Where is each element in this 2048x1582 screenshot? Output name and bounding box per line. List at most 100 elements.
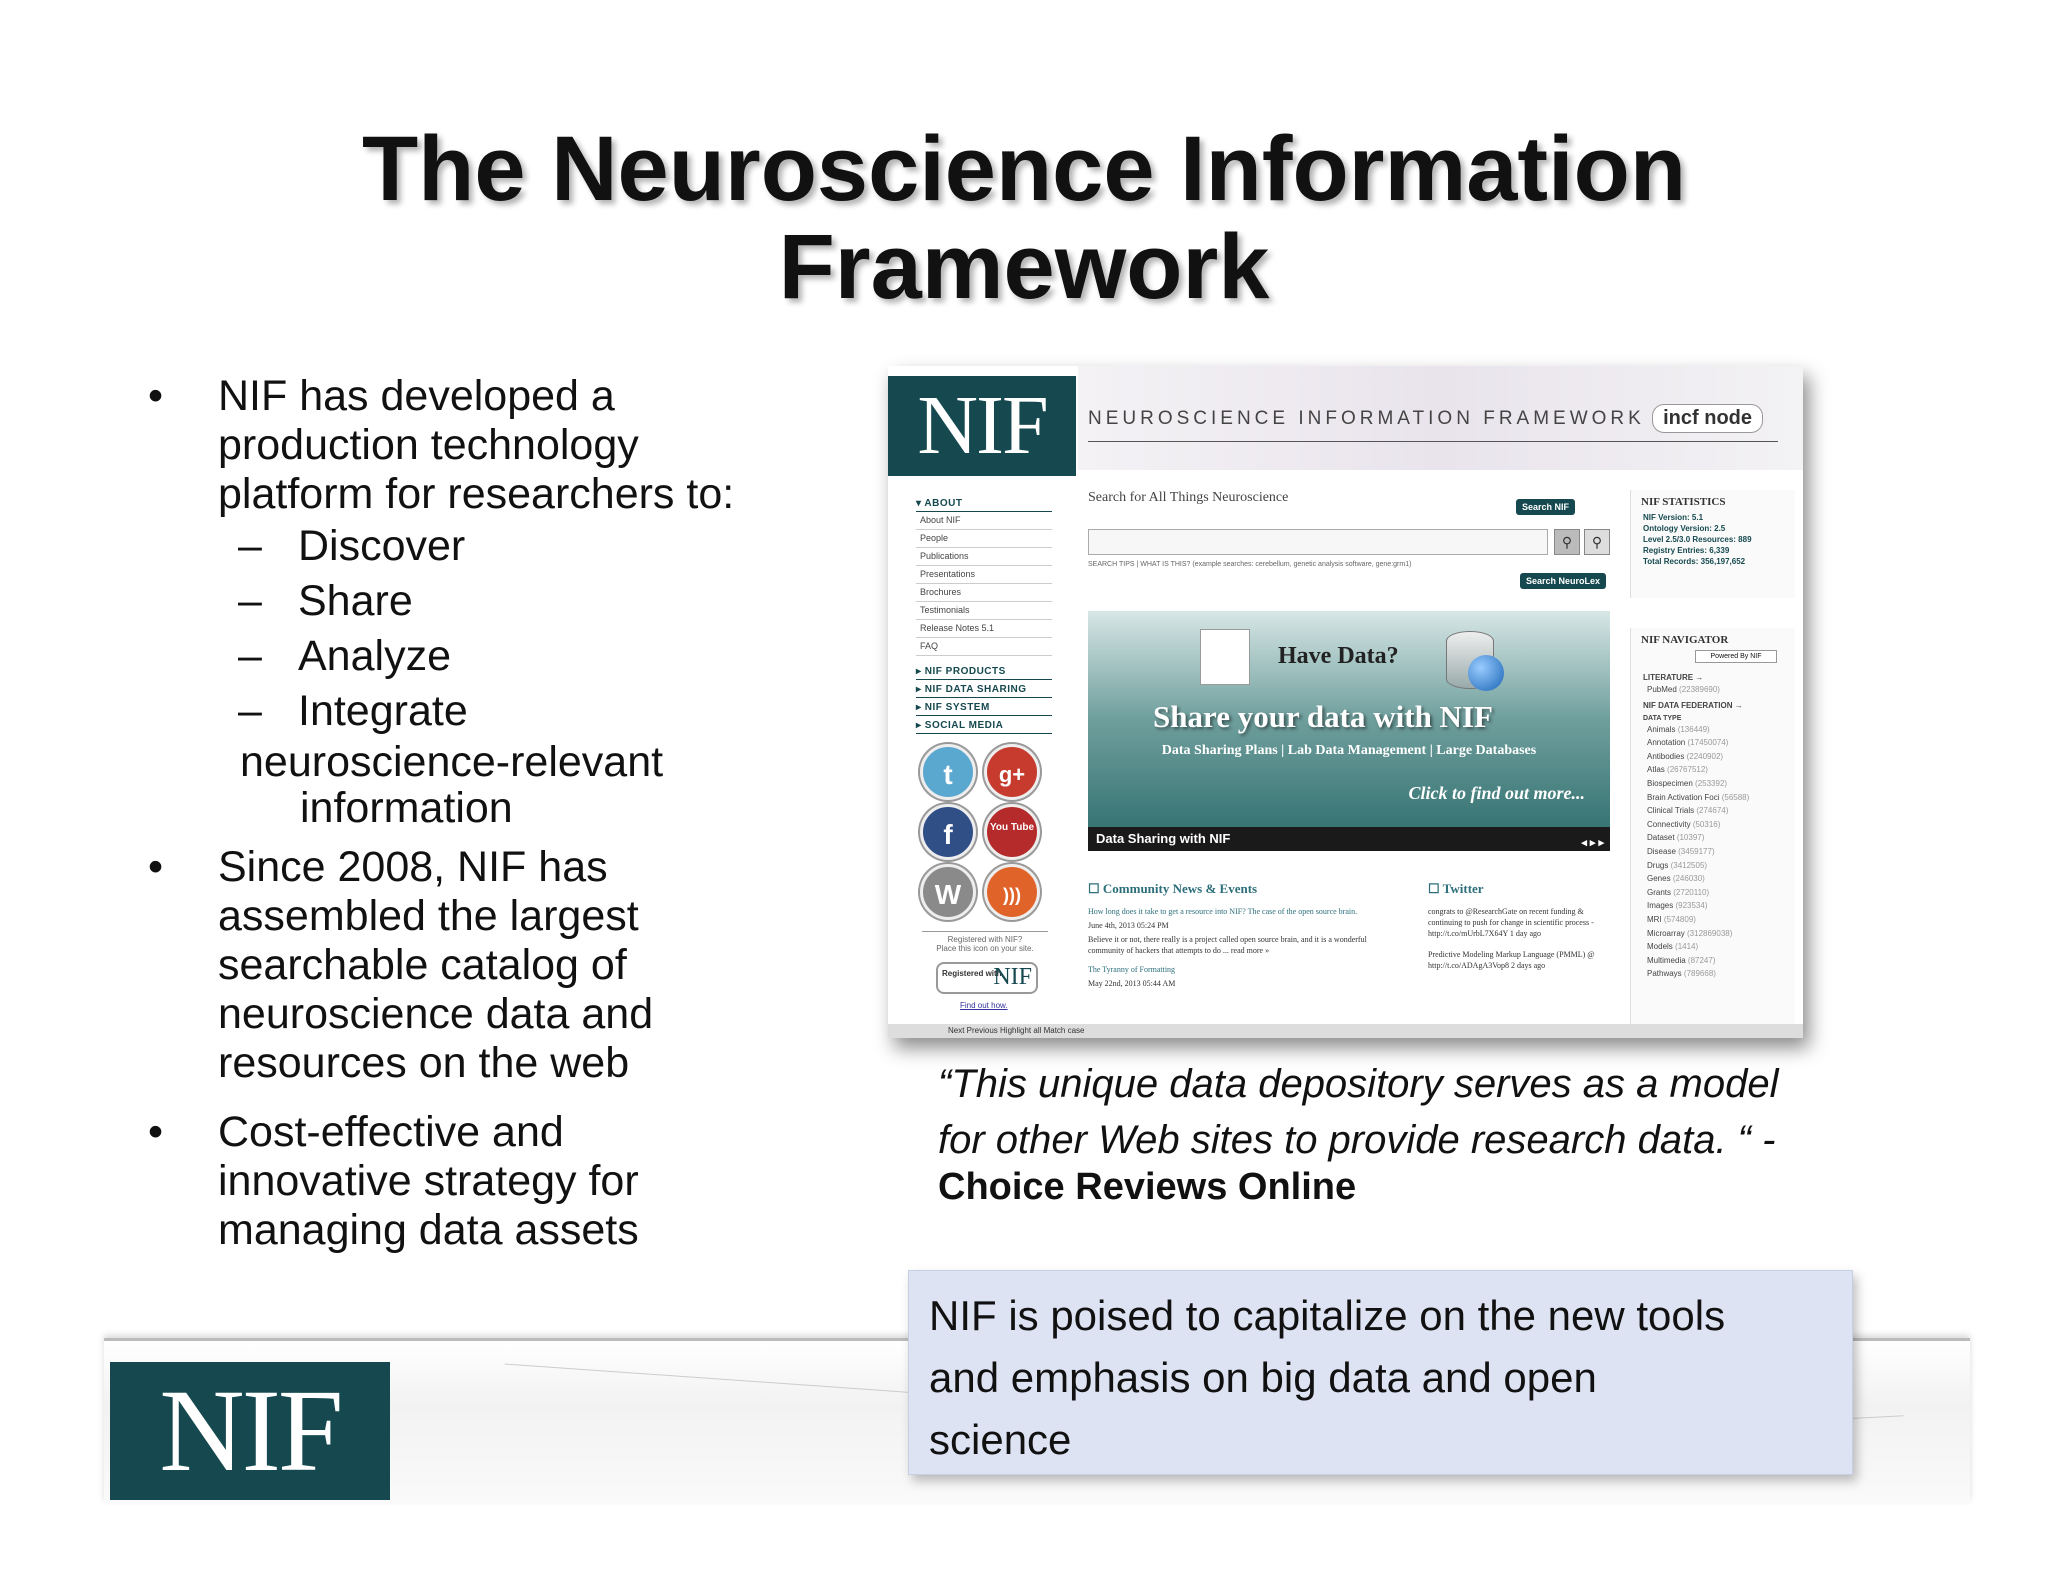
bullet-list: • NIF has developed a production technol… [148,372,848,1255]
sidebar-link-brochures[interactable]: Brochures [916,584,1052,602]
navigator-type-item[interactable]: Disease (3459177) [1647,846,1715,856]
literature-link[interactable]: LITERATURE → [1643,673,1704,682]
bullet-dot: • [148,1108,164,1156]
carousel-arrows-icon[interactable]: ◂ ▸ ▸ [1581,837,1604,849]
twitter-feed: congrats to @ResearchGate on recent fund… [1428,906,1608,971]
navigator-type-item[interactable]: Brain Activation Foci (56588) [1647,792,1750,802]
navigator-type-item[interactable]: Grants (2720110) [1647,887,1710,897]
facebook-icon[interactable]: f [920,804,976,860]
sub-item-analyze: –Analyze [238,632,451,680]
navigator-type-item[interactable]: Antibodies (2240902) [1647,751,1724,761]
title-line-2: Framework [778,216,1270,318]
continuation-line: neuroscience-relevant [240,738,664,786]
bullet-item: • Cost-effective and innovative strategy… [148,1108,848,1255]
advanced-search-icon[interactable]: ⚲ [1584,529,1610,555]
site-sidebar: ▾ ABOUT About NIF People Publications Pr… [916,494,1052,734]
search-icon[interactable]: ⚲ [1554,529,1580,555]
nif-logo[interactable]: NIF [888,376,1076,476]
bullet-line: searchable catalog of [218,941,627,989]
callout-line: NIF is poised to capitalize on the new t… [929,1292,1726,1339]
find-out-how-link[interactable]: Find out how. [960,1001,1008,1010]
registered-with-nif-badge[interactable]: Registered with NIF [936,962,1038,994]
banner-click-link[interactable]: Click to find out more... [1408,783,1585,803]
nif-navigator-panel: NIF NAVIGATOR Powered By NIF LITERATURE … [1630,628,1795,1028]
sidebar-link-publications[interactable]: Publications [916,548,1052,566]
navigator-type-item[interactable]: Images (923534) [1647,901,1708,911]
badge-logo: NIF [993,964,1032,990]
bullet-dot: • [148,372,164,420]
navigator-type-item[interactable]: Animals (136449) [1647,724,1710,734]
bullet-line: innovative strategy for [218,1157,639,1205]
youtube-icon[interactable]: You Tube [984,804,1040,860]
sidebar-head-data-sharing[interactable]: ▸ NIF DATA SHARING [916,682,1052,698]
sidebar-link-faq[interactable]: FAQ [916,638,1052,656]
sidebar-link-release-notes[interactable]: Release Notes 5.1 [916,620,1052,638]
bullet-line: NIF has developed a [218,372,615,420]
bullet-line: Cost-effective and [218,1108,564,1156]
navigator-type-item[interactable]: Genes (246030) [1647,874,1705,884]
header-divider [1088,441,1778,442]
sidebar-link-testimonials[interactable]: Testimonials [916,602,1052,620]
footer-nif-logo: NIF [110,1362,390,1500]
data-federation-link[interactable]: NIF DATA FEDERATION → [1643,700,1743,710]
news-link[interactable]: The Tyranny of Formatting [1088,965,1176,974]
twitter-icon[interactable]: t [920,744,976,800]
search-label: Search for All Things Neuroscience [1088,490,1289,505]
bullet-line: assembled the largest [218,892,639,940]
navigator-type-item[interactable]: Dataset (10397) [1647,833,1705,843]
sidebar-head-social-media[interactable]: ▸ SOCIAL MEDIA [916,718,1052,734]
bullet-line: resources on the web [218,1039,630,1087]
sidebar-head-system[interactable]: ▸ NIF SYSTEM [916,700,1052,716]
search-nif-button[interactable]: Search NIF [1516,499,1576,515]
navigator-type-item[interactable]: Biospecimen (253392) [1647,778,1728,788]
search-neurolex-button[interactable]: Search NeuroLex [1520,573,1607,589]
banner-subtitle: Data Sharing Plans | Lab Data Management… [1161,743,1537,758]
incf-node-badge[interactable]: incf node [1652,404,1763,433]
callout-line: and emphasis on big data and open [929,1354,1597,1401]
navigator-type-item[interactable]: MRI (574809) [1647,914,1696,924]
sidebar-link-presentations[interactable]: Presentations [916,566,1052,584]
data-sharing-banner[interactable]: Have Data? Share your data with NIF Data… [1088,611,1610,851]
quote-source: Choice Reviews Online [938,1166,1357,1208]
navigator-heading: NIF NAVIGATOR [1641,634,1729,646]
navigator-type-item[interactable]: Clinical Trials (274674) [1647,806,1729,816]
sidebar-link-about-nif[interactable]: About NIF [916,512,1052,530]
powered-by-nif-badge[interactable]: Powered By NIF [1695,650,1777,663]
navigator-type-item[interactable]: Atlas (26767512) [1647,765,1708,775]
sidebar-link-people[interactable]: People [916,530,1052,548]
navigator-type-item[interactable]: Pathways (789668) [1647,969,1716,979]
nif-statistics-panel: NIF STATISTICS NIF Version: 5.1 Ontology… [1630,490,1795,598]
continuation-line: information [300,784,513,832]
nif-website-screenshot: NIF NEUROSCIENCE INFORMATION FRAMEWORK i… [888,366,1803,1038]
search-input[interactable] [1088,529,1548,555]
wordpress-icon[interactable]: W [920,864,976,920]
bullet-line: production technology [218,421,639,469]
navigator-type-item[interactable]: Microarray (312869038) [1647,928,1733,938]
data-type-label: DATA TYPE [1643,714,1682,722]
sidebar-head-products[interactable]: ▸ NIF PRODUCTS [916,664,1052,680]
navigator-item-pubmed[interactable]: PubMed (22389690) [1647,685,1720,694]
news-date: May 22nd, 2013 05:44 AM [1088,979,1176,988]
navigator-type-item[interactable]: Annotation (17450074) [1647,738,1729,748]
navigator-type-item[interactable]: Connectivity (50316) [1647,819,1721,829]
navigator-type-item[interactable]: Drugs (3412505) [1647,860,1708,870]
browser-find-bar[interactable]: Next Previous Highlight all Match case [888,1024,1803,1038]
navigator-type-item[interactable]: Models (1414) [1647,942,1699,952]
bullet-item: • NIF has developed a production technol… [148,372,848,519]
sidebar-head-about[interactable]: ▾ ABOUT [916,496,1052,512]
quote-line: “This unique data depository serves as a… [938,1062,1779,1106]
rss-icon[interactable]: ))) [984,864,1040,920]
globe-icon [1468,655,1504,691]
news-link[interactable]: How long does it take to get a resource … [1088,907,1358,916]
navigator-type-list: Animals (136449) Annotation (17450074) Ant… [1631,723,1795,981]
bullet-item: • Since 2008, NIF has assembled the larg… [148,843,848,1088]
callout-box: NIF is poised to capitalize on the new t… [908,1270,1853,1475]
news-date: June 4th, 2013 05:24 PM [1088,921,1169,930]
bullet-line: platform for researchers to: [218,470,735,518]
slide-title: The Neuroscience Information Framework [0,120,2048,316]
navigator-type-item[interactable]: Multimedia (87247) [1647,955,1716,965]
twitter-heading: ☐ Twitter [1428,881,1484,896]
quote-line: for other Web sites to provide research … [938,1118,1776,1162]
google-plus-icon[interactable]: g+ [984,744,1040,800]
